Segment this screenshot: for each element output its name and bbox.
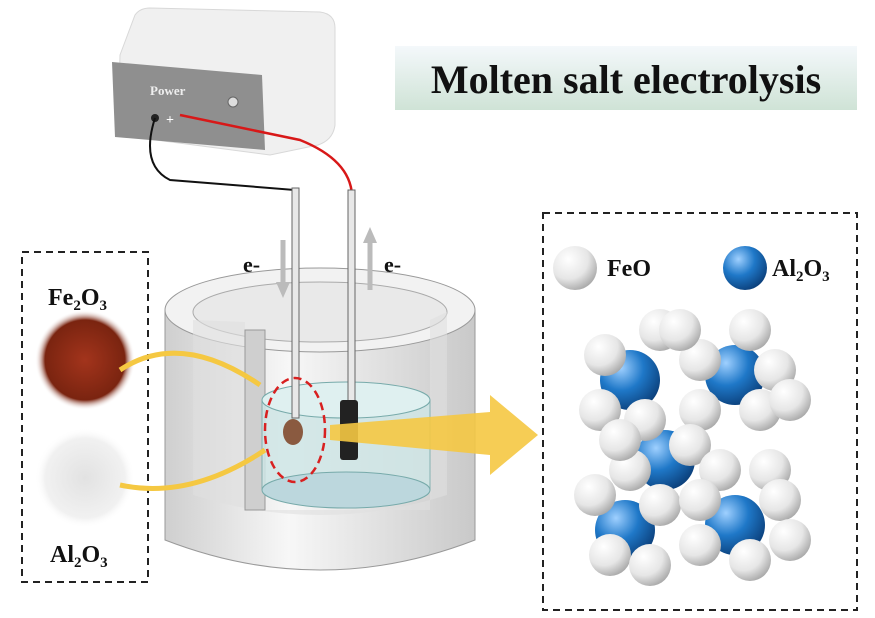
al2o3-legend-sphere (723, 246, 767, 290)
feo-sphere (759, 479, 801, 521)
feo-sphere (599, 419, 641, 461)
feo-sphere (669, 424, 711, 466)
feo-sphere (729, 309, 771, 351)
cathode-highlight (263, 376, 327, 484)
feed-arrow-al2o3 (119, 447, 267, 491)
feo-sphere (584, 334, 626, 376)
fe2o3-powder (35, 310, 135, 410)
feo-sphere (729, 539, 771, 581)
feo-legend-label: FeO (607, 256, 651, 282)
raw-materials-box: Fe2O3 Al2O3 (21, 251, 149, 583)
power-supply: Power + (112, 7, 336, 156)
feo-sphere (639, 484, 681, 526)
power-label: Power (150, 83, 186, 98)
positive-terminal: + (166, 113, 174, 128)
cathode-rod (291, 187, 300, 419)
positive-wire (179, 113, 354, 196)
feo-sphere (699, 449, 741, 491)
al2o3-powder (35, 428, 135, 528)
title-banner: Molten salt electrolysis (395, 46, 857, 110)
feed-arrow-fe2o3 (118, 350, 262, 388)
electron-label-out: e- (384, 252, 401, 277)
feo-sphere (679, 524, 721, 566)
al2o3-legend-label: Al2O3 (772, 256, 830, 285)
electron-label-in: e- (243, 252, 260, 277)
oxide-pellet (283, 419, 303, 445)
feo-sphere (579, 389, 621, 431)
electron-flow: e- e- (243, 227, 401, 298)
feo-sphere (589, 534, 631, 576)
diagram-title: Molten salt electrolysis (431, 57, 821, 102)
feo-al2o3-crystal-structure (574, 309, 811, 586)
al2o3-label: Al2O3 (50, 542, 108, 571)
feo-sphere (769, 519, 811, 561)
feo-sphere (659, 309, 701, 351)
feo-legend-sphere (553, 246, 597, 290)
negative-wire (149, 117, 296, 200)
product-arrow (330, 395, 538, 475)
power-knob (227, 96, 239, 108)
anode-rod (347, 189, 356, 406)
feo-sphere (679, 389, 721, 431)
feo-sphere (574, 474, 616, 516)
feo-sphere (769, 379, 811, 421)
fe2o3-label: Fe2O3 (48, 285, 107, 314)
feo-sphere (679, 339, 721, 381)
feo-sphere (679, 479, 721, 521)
feo-sphere (629, 544, 671, 586)
product-box: FeO Al2O3 (542, 212, 858, 611)
